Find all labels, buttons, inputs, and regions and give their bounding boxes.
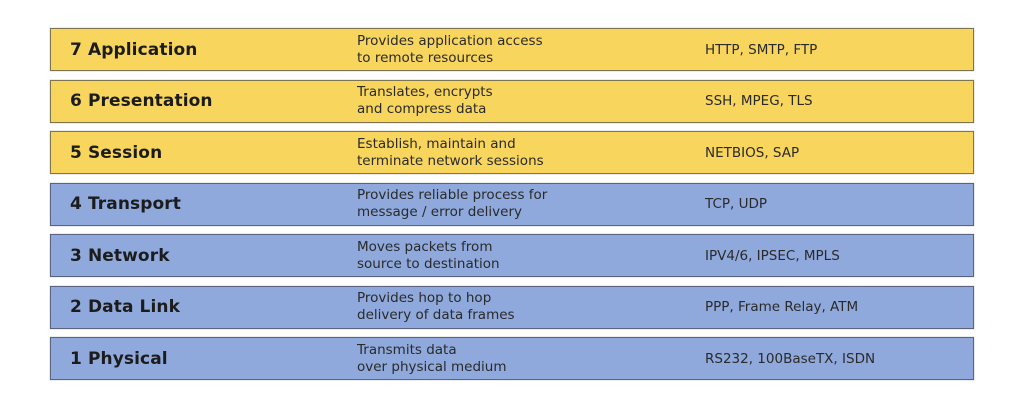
layer-description-line: Establish, maintain and bbox=[357, 135, 516, 152]
layer-description-line: over physical medium bbox=[357, 358, 507, 375]
layer-name: 7 Application bbox=[70, 39, 198, 60]
layer-name: 6 Presentation bbox=[70, 91, 213, 111]
layer-description-line: source to destination bbox=[357, 255, 500, 272]
layer-description: Transmits data over physical medium bbox=[357, 338, 507, 379]
layer-2-data-link: 2 Data Link Provides hop to hop delivery… bbox=[50, 285, 974, 329]
layer-name: 4 Transport bbox=[70, 194, 182, 214]
layer-1-physical: 1 Physical Transmits data over physical … bbox=[50, 337, 974, 380]
layer-5-session: 5 Session Establish, maintain and termin… bbox=[50, 131, 974, 174]
layer-protocols: NETBIOS, SAP bbox=[705, 144, 800, 161]
layer-protocols: SSH, MPEG, TLS bbox=[705, 93, 813, 109]
layer-description-line: Moves packets from bbox=[357, 238, 493, 255]
layer-description-line: delivery of data frames bbox=[357, 307, 515, 323]
layer-name: 5 Session bbox=[70, 142, 163, 163]
osi-layer-stack: 7 Application Provides application acces… bbox=[50, 28, 974, 389]
layer-description-line: Provides reliable process for bbox=[357, 187, 548, 203]
layer-description: Moves packets from source to destination bbox=[357, 235, 500, 276]
layer-description: Provides application access to remote re… bbox=[357, 29, 543, 70]
layer-name: 2 Data Link bbox=[70, 297, 181, 317]
layer-description-line: to remote resources bbox=[357, 49, 494, 66]
layer-protocols: TCP, UDP bbox=[705, 196, 768, 212]
layer-description-line: Transmits data bbox=[357, 341, 457, 358]
layer-protocols: RS232, 100BaseTX, ISDN bbox=[705, 350, 876, 367]
layer-description-line: Provides hop to hop bbox=[357, 290, 492, 306]
layer-7-application: 7 Application Provides application acces… bbox=[50, 28, 974, 71]
layer-name: 1 Physical bbox=[70, 348, 168, 369]
layer-protocols: PPP, Frame Relay, ATM bbox=[705, 299, 859, 315]
layer-4-transport: 4 Transport Provides reliable process fo… bbox=[50, 182, 974, 226]
layer-description-line: Translates, encrypts bbox=[357, 84, 493, 100]
layer-description: Establish, maintain and terminate networ… bbox=[357, 132, 544, 173]
layer-3-network: 3 Network Moves packets from source to d… bbox=[50, 234, 974, 277]
layer-description-line: and compress data bbox=[357, 101, 487, 117]
layer-protocols: IPV4/6, IPSEC, MPLS bbox=[705, 247, 840, 264]
layer-name: 3 Network bbox=[70, 245, 170, 266]
layer-description-line: Provides application access bbox=[357, 32, 543, 49]
layer-description: Translates, encrypts and compress data bbox=[357, 81, 493, 122]
layer-description-line: terminate network sessions bbox=[357, 152, 544, 169]
layer-6-presentation: 6 Presentation Translates, encrypts and … bbox=[50, 79, 974, 123]
layer-description-line: message / error delivery bbox=[357, 204, 522, 220]
layer-description: Provides reliable process for message / … bbox=[357, 184, 547, 225]
layer-protocols: HTTP, SMTP, FTP bbox=[705, 41, 818, 58]
layer-description: Provides hop to hop delivery of data fra… bbox=[357, 287, 515, 328]
